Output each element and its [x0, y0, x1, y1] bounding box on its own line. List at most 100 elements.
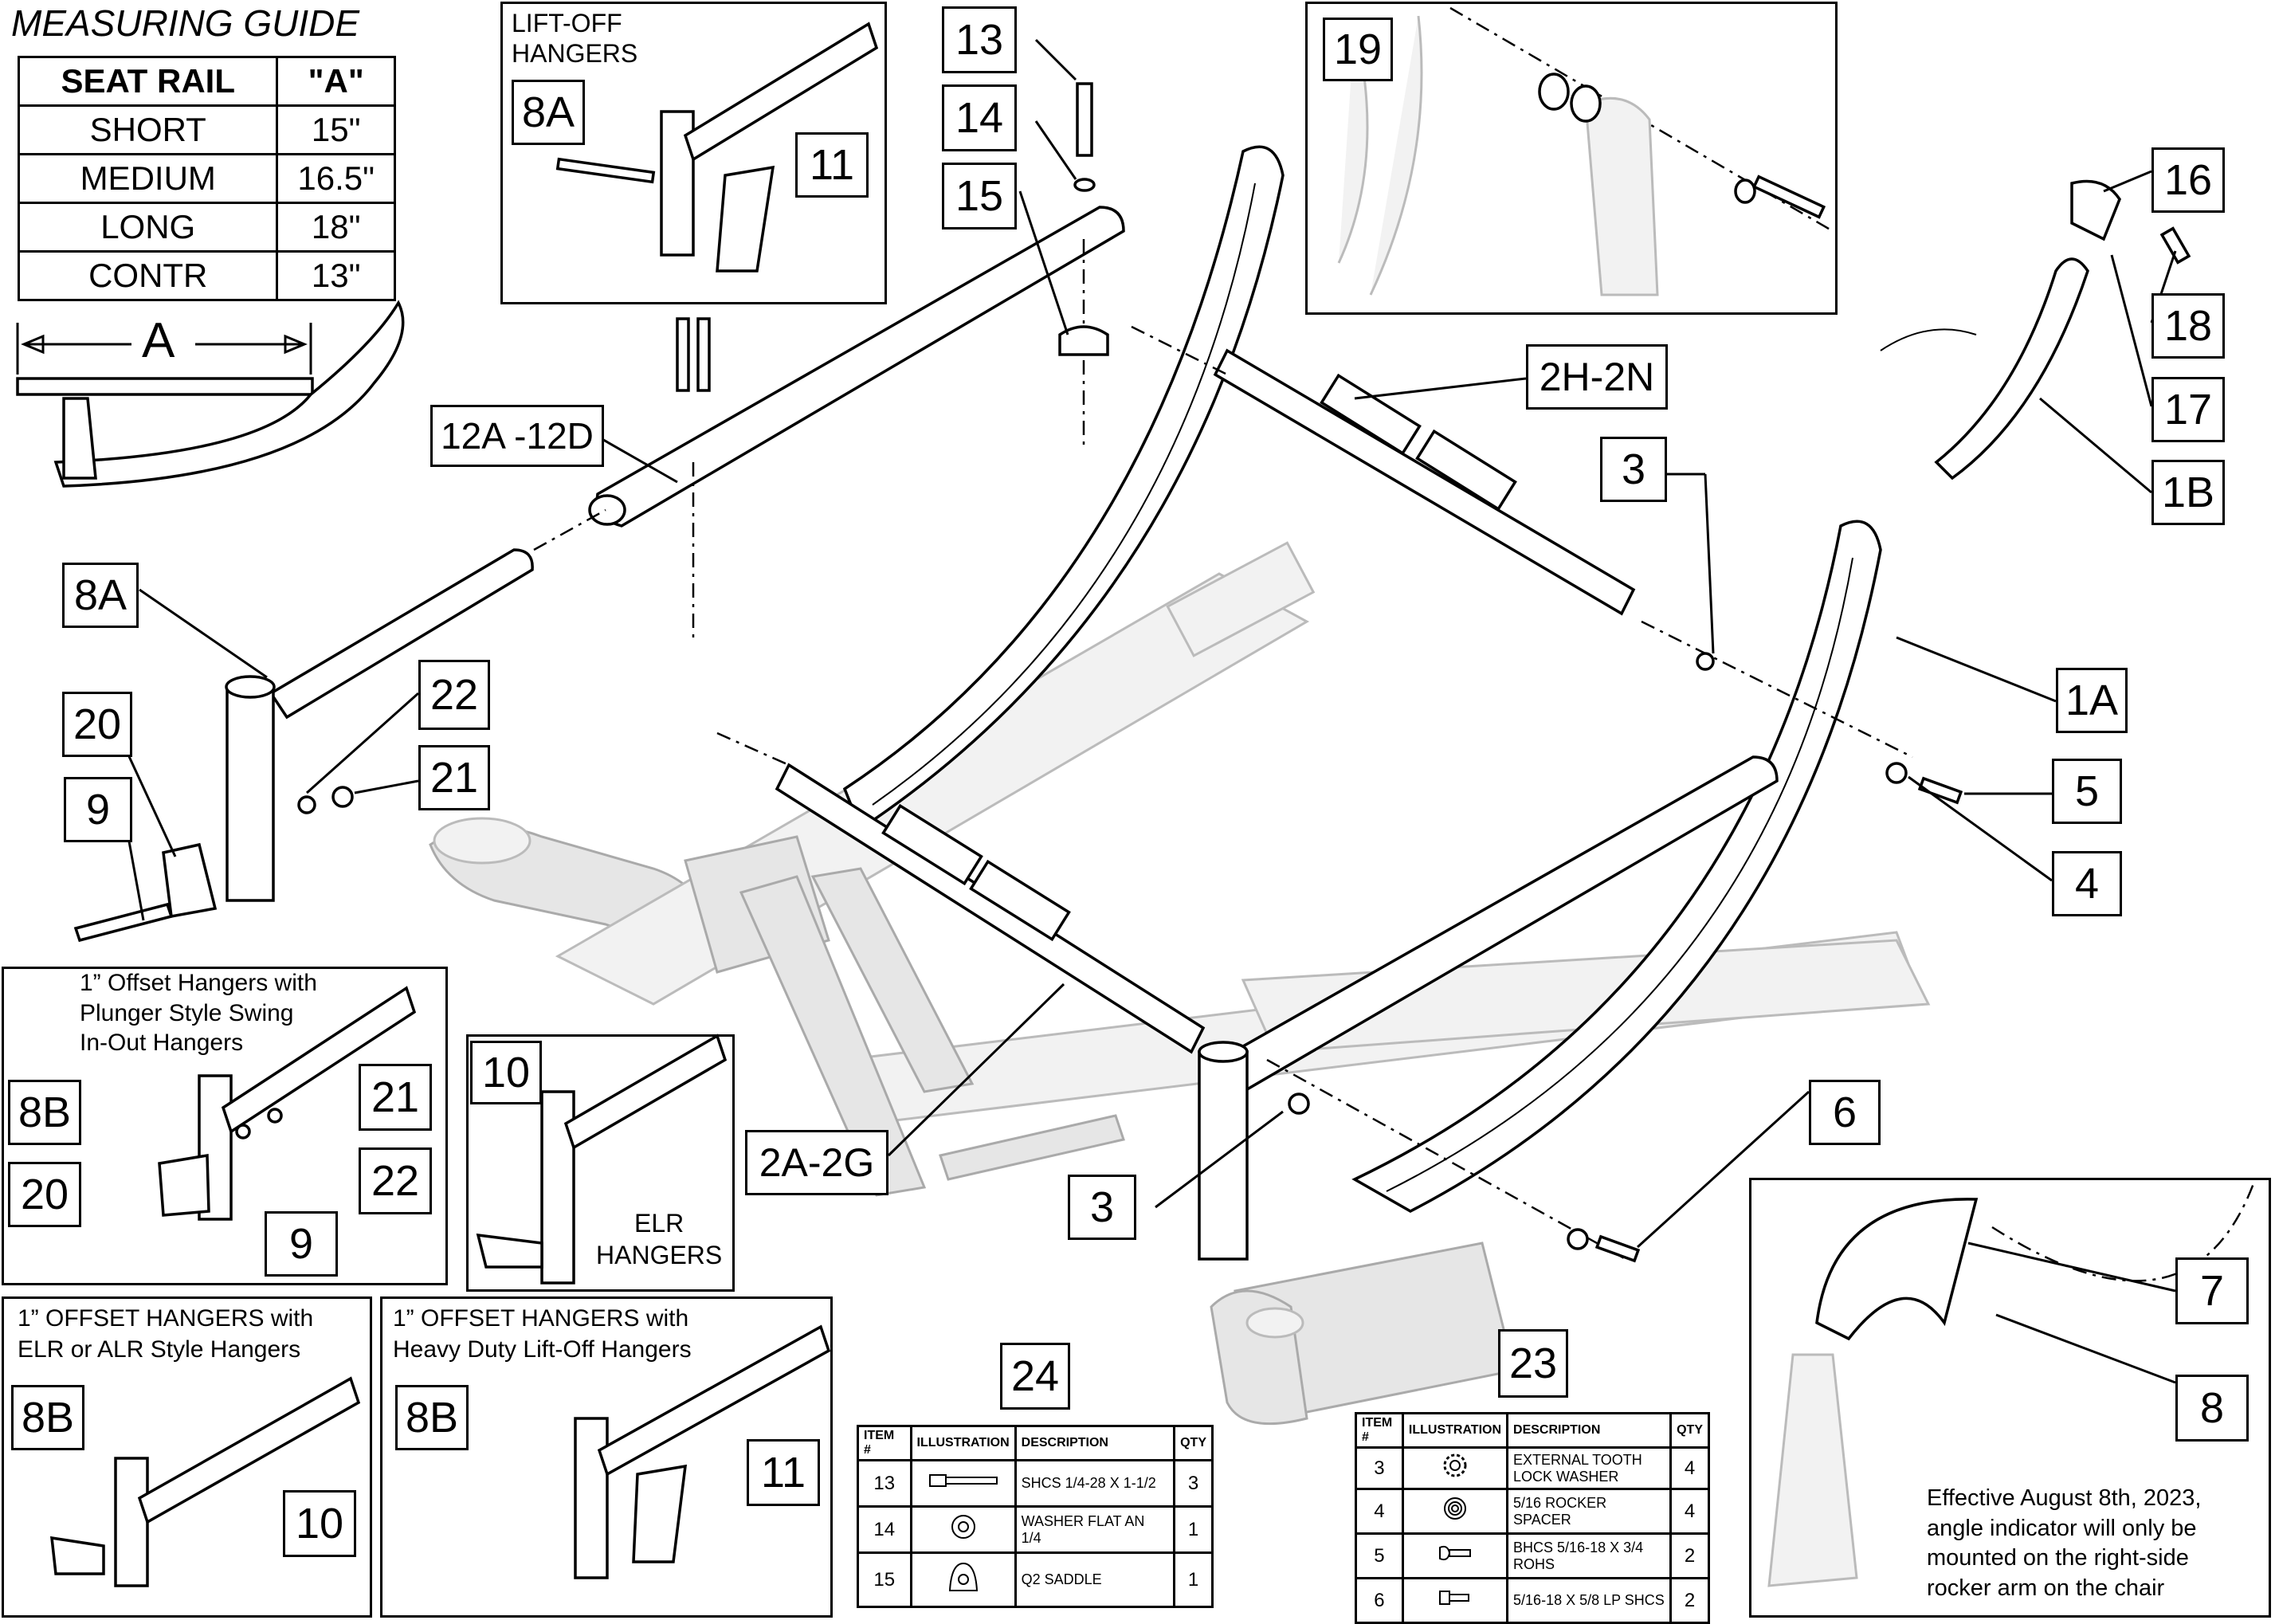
- inset-plunger-label: 1” Offset Hangers with Plunger Style Swi…: [80, 970, 317, 1056]
- callout-11-heavy: 11: [747, 1439, 820, 1506]
- seat-rail-cell: MEDIUM: [17, 153, 279, 204]
- inset-heavy-drawing: [574, 1324, 831, 1579]
- inset-angle-indicator: [1749, 1178, 2271, 1618]
- ghost-base-frame: [429, 541, 1931, 1426]
- callout-8a-top: 8A: [512, 80, 585, 145]
- cross-bar-front: [775, 763, 1206, 1054]
- column-header-item: ITEM #: [857, 1425, 912, 1461]
- column-header-description: DESCRIPTION: [1014, 1425, 1176, 1461]
- washer-icon: [909, 1505, 1017, 1554]
- angle-indicator-note: Effective August 8th, 2023, angle indica…: [1927, 1484, 2202, 1604]
- qty-cell: 4: [1669, 1446, 1710, 1490]
- inset-liftoff-drawing: [555, 22, 879, 273]
- callout-15: 15: [942, 163, 1017, 229]
- front-hanger-post: [1198, 1041, 1249, 1261]
- callout-8: 8: [2175, 1375, 2249, 1442]
- column-header-seat-rail: SEAT RAIL: [17, 56, 279, 107]
- length-cell: 15": [276, 104, 396, 155]
- description-cell: WASHER FLAT AN 1/4: [1014, 1505, 1176, 1554]
- column-header-illustration: ILLUSTRATION: [909, 1425, 1017, 1461]
- table-row: 14 WASHER FLAT AN 1/4 1: [857, 1505, 1214, 1554]
- inset-detail-19: [1305, 2, 1838, 315]
- inset-heavy-duty-hangers: [380, 1296, 833, 1618]
- callout-18: 18: [2151, 293, 2225, 359]
- callout-9: 9: [64, 777, 132, 842]
- callout-2a-2g: 2A-2G: [745, 1130, 888, 1195]
- item-cell: 5: [1355, 1532, 1404, 1579]
- seat-tube-top: [588, 206, 1125, 528]
- lock-washer-icon: [1401, 1446, 1509, 1490]
- callout-21-plunger: 21: [359, 1064, 432, 1131]
- table-row: 15 Q2 SADDLE 1: [857, 1551, 1214, 1608]
- item-cell: 3: [1355, 1446, 1404, 1490]
- hanger-8a: [73, 548, 534, 943]
- inset-elr-hangers: [466, 1034, 735, 1292]
- callout-10-elr-alr: 10: [283, 1490, 356, 1557]
- length-cell: 16.5": [276, 153, 396, 204]
- callout-14: 14: [942, 84, 1017, 151]
- qty-cell: 1: [1173, 1551, 1214, 1608]
- callout-23: 23: [1498, 1329, 1568, 1398]
- callout-3-bottom: 3: [1068, 1175, 1136, 1240]
- column-header-item: ITEM #: [1355, 1412, 1404, 1449]
- callout-7: 7: [2175, 1257, 2249, 1324]
- callout-8b-heavy: 8B: [395, 1385, 469, 1450]
- callout-1a: 1A: [2056, 668, 2128, 733]
- inset-elr-alr-hangers: [2, 1296, 372, 1618]
- inset-plunger-hangers: [2, 967, 448, 1285]
- inset-elr-label: ELR HANGERS: [596, 1209, 723, 1269]
- callout-8b-elr-alr: 8B: [11, 1385, 84, 1450]
- item-cell: 15: [857, 1551, 912, 1608]
- inset-elr-alr-label: 1” OFFSET HANGERS with ELR or ALR Style …: [18, 1305, 314, 1363]
- table-row: 5 BHCS 5/16-18 X 3/4 ROHS 2: [1355, 1532, 1710, 1579]
- rocker-arm-right: [1351, 520, 1882, 1213]
- rocker-arm-left: [842, 145, 1285, 831]
- table-row: 4 5/16 ROCKER SPACER 4: [1355, 1488, 1710, 1535]
- detail-19: [1337, 15, 1826, 296]
- measuring-guide-title: MEASURING GUIDE: [11, 2, 360, 44]
- callout-22-plunger: 22: [359, 1147, 432, 1214]
- length-cell: 18": [276, 202, 396, 253]
- description-cell: 5/16 ROCKER SPACER: [1506, 1488, 1673, 1535]
- table-header-row: ITEM # ILLUSTRATION DESCRIPTION QTY: [1355, 1412, 1710, 1449]
- inset-liftoff-hangers: [500, 2, 887, 304]
- item-cell: 14: [857, 1505, 912, 1554]
- callout-8a: 8A: [62, 563, 139, 628]
- seat-rail-drawing: [16, 300, 405, 488]
- callout-6: 6: [1809, 1080, 1881, 1145]
- saddle-icon: [909, 1551, 1017, 1608]
- description-cell: SHCS 1/4-28 X 1-1/2: [1014, 1459, 1176, 1508]
- callout-1b: 1B: [2151, 460, 2225, 525]
- callout-13: 13: [942, 6, 1017, 73]
- inset-elr-drawing: [476, 1034, 728, 1285]
- description-cell: EXTERNAL TOOTH LOCK WASHER: [1506, 1446, 1673, 1490]
- qty-cell: 4: [1669, 1488, 1710, 1535]
- callout-22: 22: [418, 660, 490, 730]
- seat-rail-cell: CONTR: [17, 250, 279, 301]
- table-row: 13 SHCS 1/4-28 X 1-1/2 3: [857, 1459, 1214, 1508]
- qty-cell: 1: [1173, 1505, 1214, 1554]
- callout-20: 20: [62, 692, 132, 757]
- qty-cell: 3: [1173, 1459, 1214, 1508]
- parts-table-24: ITEM # ILLUSTRATION DESCRIPTION QTY 13 S…: [857, 1425, 1214, 1608]
- callout-3-top: 3: [1600, 437, 1667, 502]
- parts-table-23: ITEM # ILLUSTRATION DESCRIPTION QTY 3 EX…: [1355, 1412, 1710, 1624]
- hardware-parts: [676, 82, 1963, 1263]
- column-header-description: DESCRIPTION: [1506, 1412, 1673, 1449]
- seat-rail-cell: SHORT: [17, 104, 279, 155]
- dimension-label-a: A: [142, 313, 175, 368]
- callout-24: 24: [1000, 1343, 1070, 1410]
- table-row: 3 EXTERNAL TOOTH LOCK WASHER 4: [1355, 1446, 1710, 1490]
- item-cell: 4: [1355, 1488, 1404, 1535]
- qty-cell: 2: [1669, 1532, 1710, 1579]
- callout-8b-plunger: 8B: [8, 1080, 81, 1145]
- callout-12a-12d: 12A -12D: [430, 405, 604, 467]
- item-cell: 13: [857, 1459, 912, 1508]
- seat-rail-cell: LONG: [17, 202, 279, 253]
- inset-elr-alr-drawing: [50, 1376, 361, 1587]
- inset-liftoff-label: LIFT-OFF HANGERS: [512, 9, 638, 69]
- callout-10-elr: 10: [470, 1041, 542, 1104]
